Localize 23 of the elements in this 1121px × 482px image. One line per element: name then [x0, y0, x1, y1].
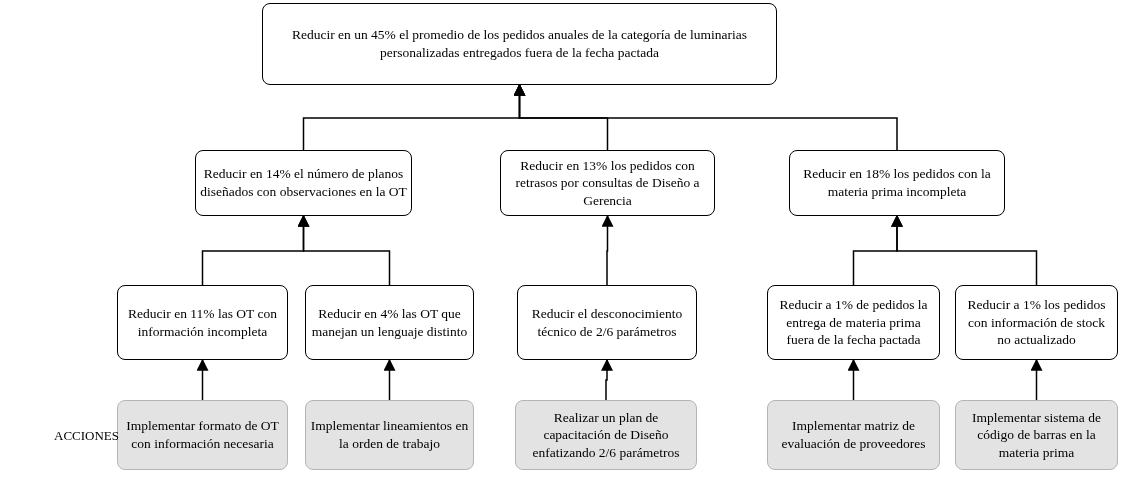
action-box: Realizar un plan de capacitación de Diseño enfatizando 2/6 parámetros	[515, 400, 697, 470]
row-label: ACCIONES	[54, 427, 119, 445]
arrow	[601, 358, 613, 401]
objective-box: Reducir a 1% los pedidos con información de stock no actualizado	[955, 285, 1118, 360]
objective-box: Reducir en 11% las OT con información incompleta	[117, 285, 288, 360]
arrow	[383, 358, 396, 401]
objective-box: Reducir a 1% de pedidos la entrega de materia prima fuera de la fecha pactada	[767, 285, 940, 360]
arrow	[601, 214, 614, 286]
arrow	[847, 358, 860, 401]
objective-box: Reducir en 13% los pedidos con retrasos por consultas de Diseño a Gerencia	[500, 150, 715, 216]
arrow	[891, 214, 1038, 286]
arrow	[1030, 358, 1043, 401]
action-box: Implementar formato de OT con información necesaria	[117, 400, 288, 470]
arrow	[297, 214, 391, 286]
objective-box: Reducir en 18% los pedidos con la materia prima incompleta	[789, 150, 1005, 216]
action-box: Implementar matriz de evaluación de proveedores	[767, 400, 940, 470]
objective-box: Reducir el desconocimiento técnico de 2/6 parámetros	[517, 285, 697, 360]
arrow	[196, 358, 209, 401]
action-box: Implementar lineamientos en la orden de trabajo	[305, 400, 474, 470]
objective-box: Reducir en 14% el número de planos diseñados con observaciones en la OT	[195, 150, 412, 216]
objective-box: Reducir en un 45% el promedio de los pedidos anuales de la categoría de luminarias personalizadas entregados fuera de la fecha pactada	[262, 3, 777, 85]
action-box: Implementar sistema de código de barras en la materia prima	[955, 400, 1118, 470]
objective-box: Reducir en 4% las OT que manejan un lenguaje distinto	[305, 285, 474, 360]
